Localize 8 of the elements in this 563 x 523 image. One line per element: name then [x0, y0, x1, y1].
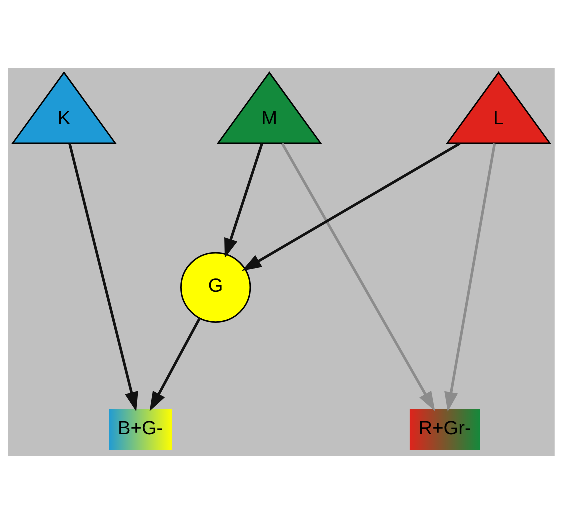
- node-box: B+G-: [108, 407, 174, 452]
- arrow: [242, 142, 461, 271]
- arrow: [150, 317, 202, 411]
- node-circle: G: [180, 252, 252, 322]
- arrow: [224, 142, 264, 258]
- arrow: [444, 143, 496, 412]
- arrow: [281, 142, 436, 411]
- arrow: [68, 142, 138, 412]
